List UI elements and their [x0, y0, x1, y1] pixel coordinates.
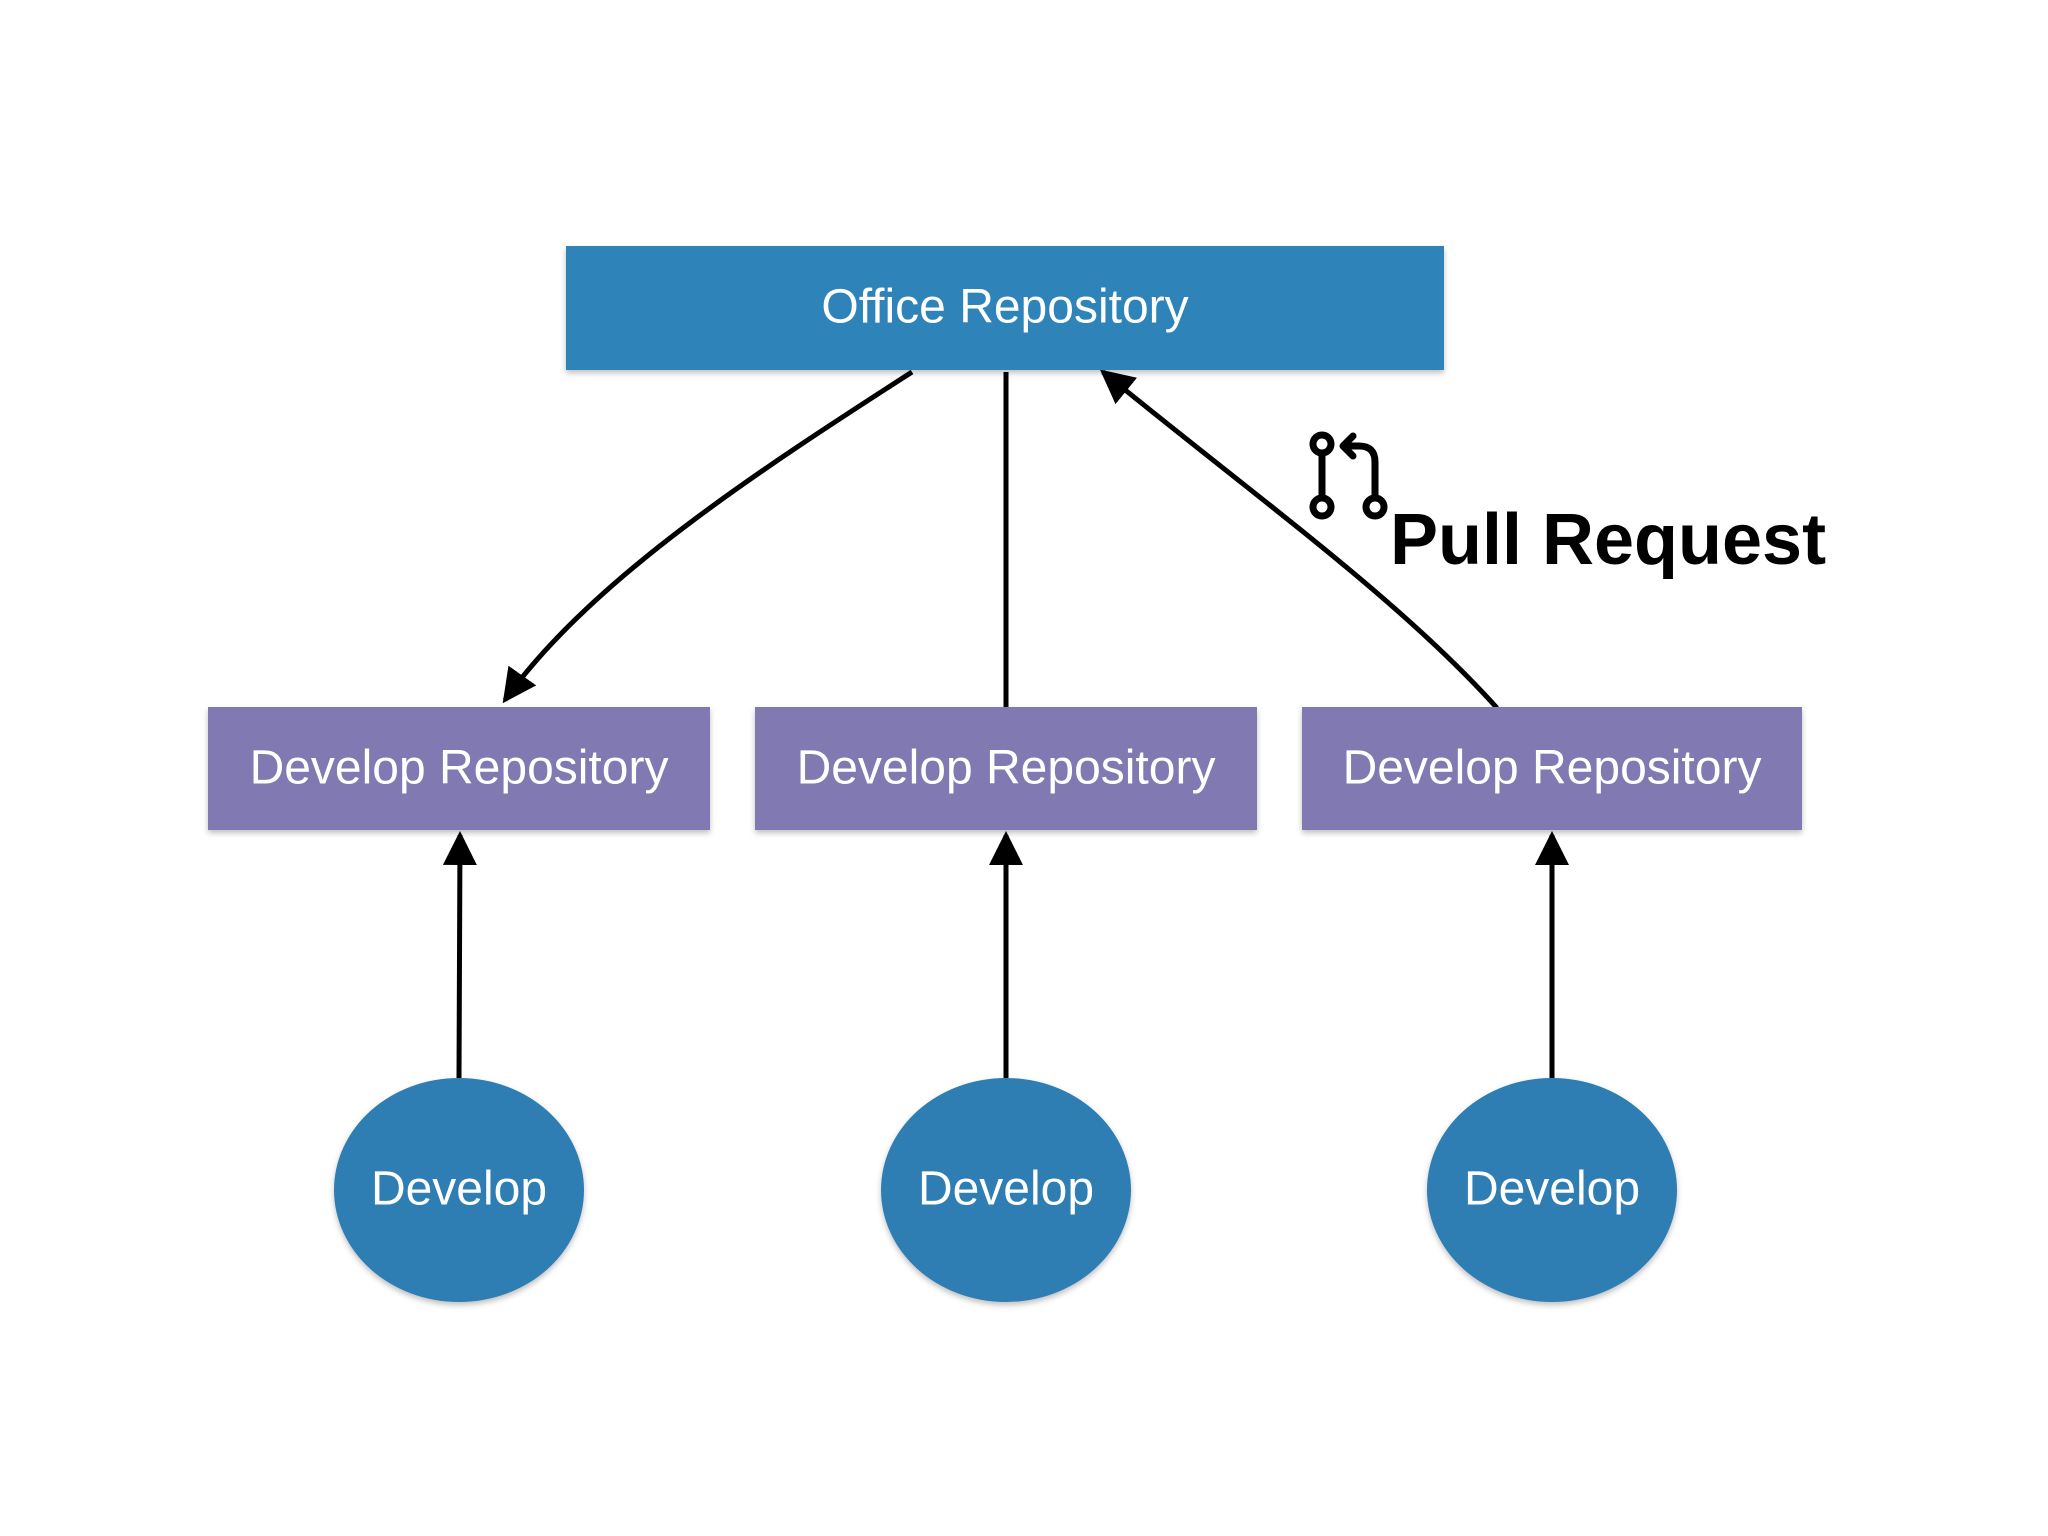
developer-label: Develop: [371, 1163, 547, 1216]
git-pull-request-icon: [1309, 431, 1388, 520]
office-repository-box: [566, 246, 1444, 370]
developer-label: Develop: [918, 1163, 1094, 1216]
developer-circle: [334, 1078, 584, 1302]
office-repository-label: Office Repository: [821, 281, 1188, 334]
office-edges: [502, 369, 1499, 710]
edge-office-to-develop-repo-1: [502, 369, 914, 704]
develop-repository-node-2: Develop Repository: [755, 707, 1257, 830]
develop-repository-box: [1302, 707, 1802, 830]
develop-repository-label: Develop Repository: [797, 742, 1216, 795]
develop-repository-label: Develop Repository: [250, 742, 669, 795]
developer-circle: [881, 1078, 1131, 1302]
developer-node-1: Develop: [334, 1078, 584, 1302]
developer-node-3: Develop: [1427, 1078, 1677, 1302]
developer-edges: [442, 831, 1569, 1079]
develop-repository-node-3: Develop Repository: [1302, 707, 1802, 830]
develop-repository-box: [755, 707, 1257, 830]
pull-request-annotation: Pull Request: [1309, 431, 1826, 580]
office-repository-node: Office Repository: [566, 246, 1444, 370]
develop-repository-box: [208, 707, 710, 830]
pull-request-label: Pull Request: [1390, 500, 1826, 580]
develop-repository-label: Develop Repository: [1343, 742, 1762, 795]
develop-repository-node-1: Develop Repository: [208, 707, 710, 830]
edge-developer-1-to-develop-repo-1: [442, 831, 477, 1079]
developer-label: Develop: [1464, 1163, 1640, 1216]
edge-develop-repo-3-to-office: [1099, 369, 1499, 710]
developer-node-2: Develop: [881, 1078, 1131, 1302]
developer-circle: [1427, 1078, 1677, 1302]
